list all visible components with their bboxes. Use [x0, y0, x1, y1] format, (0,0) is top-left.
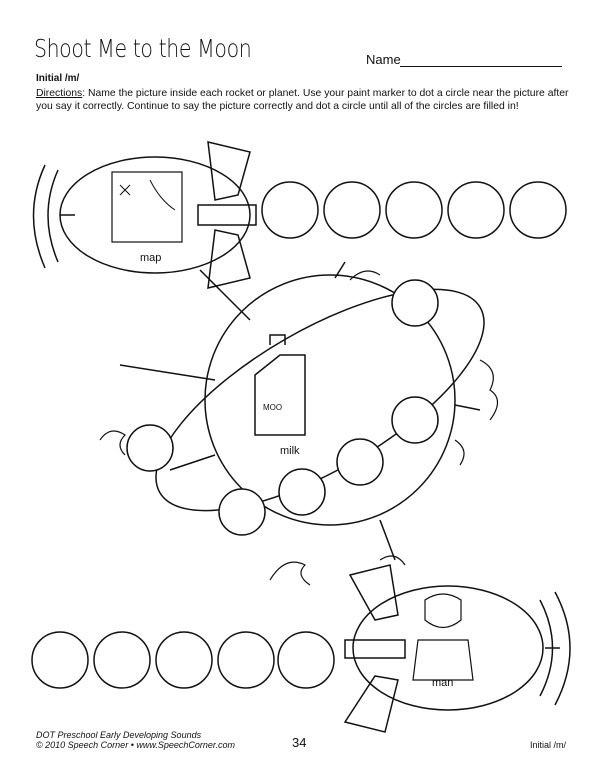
milk-label: milk — [280, 445, 300, 457]
dot-circle[interactable] — [218, 488, 266, 536]
footer-credits: DOT Preschool Early Developing Sounds© 2… — [36, 730, 235, 750]
dot-circle[interactable] — [93, 631, 151, 689]
dot-circle[interactable] — [126, 424, 174, 472]
page-number: 34 — [292, 735, 307, 750]
dot-circle[interactable] — [155, 631, 213, 689]
dot-circle[interactable] — [509, 181, 567, 239]
directions-label: Directions — [36, 88, 83, 99]
top-dot-circles — [261, 181, 567, 239]
dot-circle[interactable] — [31, 631, 89, 689]
dot-circle[interactable] — [323, 181, 381, 239]
dot-circle[interactable] — [385, 181, 443, 239]
footer-line1: DOT Preschool Early Developing Sounds — [36, 730, 202, 740]
planet: MOO — [99, 261, 499, 586]
dot-circle[interactable] — [336, 438, 384, 486]
map-picture — [111, 171, 183, 243]
man-label: man — [432, 677, 454, 689]
dot-circle[interactable] — [261, 181, 319, 239]
milk-jug-text: MOO — [263, 403, 282, 412]
dot-circle[interactable] — [277, 631, 335, 689]
name-field[interactable] — [400, 66, 562, 67]
directions-text: : Name the picture inside each rocket or… — [36, 88, 569, 112]
dot-circle[interactable] — [278, 468, 326, 516]
directions: Directions: Name the picture inside each… — [36, 88, 576, 113]
footer-sound: Initial /m/ — [530, 740, 567, 750]
bottom-dot-circles — [31, 631, 335, 689]
dot-circle[interactable] — [391, 279, 439, 327]
bottom-rocket — [343, 564, 571, 733]
planet-dot-circles — [126, 279, 439, 536]
dot-circle[interactable] — [447, 181, 505, 239]
footer-line2: © 2010 Speech Corner • www.SpeechCorner.… — [36, 740, 236, 750]
map-label: map — [140, 252, 162, 264]
dot-circle[interactable] — [391, 396, 439, 444]
page-title: Shoot Me to the Moon — [34, 34, 252, 63]
top-rocket — [32, 141, 257, 289]
sound-label: Initial /m/ — [36, 73, 80, 84]
dot-circle[interactable] — [217, 631, 275, 689]
man-picture — [412, 593, 474, 681]
milk-jug-picture — [254, 334, 306, 436]
name-label: Name — [366, 52, 401, 67]
